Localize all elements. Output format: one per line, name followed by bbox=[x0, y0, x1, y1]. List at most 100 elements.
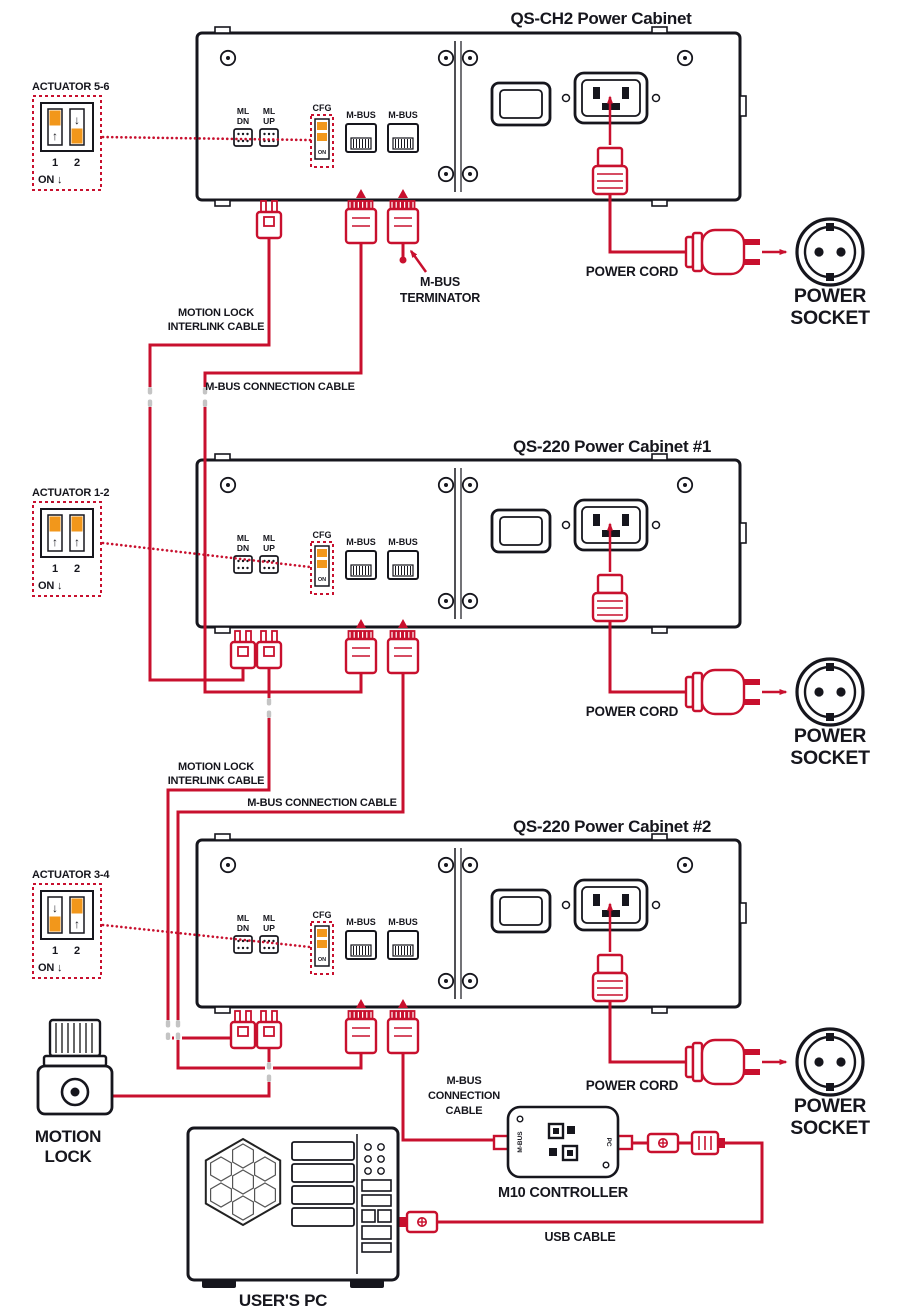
cabinet-title-2: QS-220 Power Cabinet #1 bbox=[513, 437, 711, 456]
mains-plug-pin bbox=[744, 1049, 760, 1055]
power-cord-label-3: POWER CORD bbox=[586, 1078, 679, 1093]
break-mark bbox=[266, 1074, 272, 1082]
mains-plug-body bbox=[700, 1038, 746, 1086]
cfg-dip-slider bbox=[317, 940, 327, 948]
ml-jack bbox=[259, 935, 279, 954]
pc-audio-jack bbox=[364, 1143, 372, 1151]
screw-center bbox=[226, 483, 230, 487]
pc-foot bbox=[350, 1280, 384, 1288]
m10-side-label-pc: PC bbox=[605, 1137, 612, 1146]
cord-cable bbox=[608, 194, 686, 254]
mains-plug-cap bbox=[691, 231, 704, 273]
mbus-terminator-plug bbox=[386, 189, 420, 245]
screw-center bbox=[444, 56, 448, 60]
mains-plug-body bbox=[700, 668, 746, 716]
mains-plug-pin bbox=[744, 1069, 760, 1075]
dip-slider bbox=[71, 898, 83, 914]
break-gap bbox=[164, 1020, 172, 1040]
ml-jack-pin bbox=[237, 566, 240, 570]
fan-hex-cell bbox=[254, 1156, 276, 1182]
socket-inner bbox=[803, 665, 857, 719]
mbus-jack-inner bbox=[350, 564, 372, 577]
mbus-jack-label: M-BUS bbox=[346, 917, 376, 927]
mains-plug-body bbox=[700, 228, 746, 276]
plug-prong bbox=[245, 630, 252, 643]
cord-connector-neck bbox=[596, 146, 624, 168]
plug-detail bbox=[237, 646, 249, 657]
pc-drive-bay bbox=[291, 1207, 355, 1227]
mains-plug-pin bbox=[744, 699, 760, 705]
ml-up-label: ML bbox=[263, 913, 275, 923]
m10-qr-glyph bbox=[553, 1128, 559, 1134]
ml-up-label: ML bbox=[263, 533, 275, 543]
dip-arrow: ↓ bbox=[52, 901, 58, 915]
screw-center bbox=[226, 56, 230, 60]
dip-arrow: ↑ bbox=[52, 129, 58, 143]
ml-up-plug-cab3 bbox=[255, 1010, 283, 1050]
plug-detail bbox=[263, 1026, 275, 1037]
ml-jack-pin bbox=[263, 132, 266, 136]
pc-drive-bay bbox=[291, 1185, 355, 1205]
side-tab bbox=[739, 522, 747, 544]
fan-hex-cell bbox=[254, 1182, 276, 1208]
power-cord-label-2: POWER CORD bbox=[586, 704, 679, 719]
ml-jack-pin bbox=[267, 946, 271, 950]
terminator-label-b: TERMINATOR bbox=[400, 291, 480, 305]
usb-connectors bbox=[398, 1130, 725, 1234]
break-mark bbox=[266, 698, 272, 706]
inlet-screw bbox=[651, 93, 661, 103]
break-gap bbox=[265, 698, 273, 718]
ml-jack-pin bbox=[272, 939, 275, 943]
usb-plug-icon-mini bbox=[646, 1132, 680, 1154]
break-mark bbox=[175, 1020, 181, 1028]
ml-jack-pin bbox=[267, 132, 271, 136]
fan-hex-cell bbox=[232, 1169, 254, 1195]
inlet-pin-slot bbox=[593, 514, 600, 526]
plug-prong bbox=[260, 200, 267, 213]
dip-slider bbox=[71, 516, 83, 532]
screw-center bbox=[683, 56, 687, 60]
plug-prong bbox=[245, 1010, 252, 1023]
ml-jack-pin bbox=[237, 946, 240, 950]
mbus-terminator-end bbox=[399, 256, 407, 264]
mains-plug-pin bbox=[744, 239, 760, 245]
socket-hole bbox=[814, 247, 824, 257]
break-gap bbox=[265, 1062, 273, 1082]
dip-pin-number: 2 bbox=[74, 157, 80, 169]
ml-jack-pin bbox=[237, 132, 240, 136]
pc-usb-port bbox=[361, 1179, 392, 1192]
dip-pin-number: 1 bbox=[52, 157, 58, 169]
interlink-cable-label-2: MOTION LOCK bbox=[178, 761, 254, 773]
dip-arrow: ↑ bbox=[52, 535, 58, 549]
mbus-plug-cab2-2 bbox=[386, 619, 420, 675]
ml-jack-pin bbox=[267, 566, 271, 570]
mbus-jack-label: M-BUS bbox=[388, 537, 418, 547]
ml-dn-label: DN bbox=[237, 116, 249, 126]
cabinet-title-3: QS-220 Power Cabinet #2 bbox=[513, 817, 711, 836]
screw-center bbox=[444, 483, 448, 487]
ml-dn-label: DN bbox=[237, 543, 249, 553]
ml-jack-pin bbox=[263, 946, 266, 950]
power-cord-label-1: POWER CORD bbox=[586, 264, 679, 279]
mbus-jack-label: M-BUS bbox=[346, 110, 376, 120]
insert-arrow bbox=[356, 619, 366, 628]
insert-arrow bbox=[356, 189, 366, 198]
break-mark bbox=[147, 399, 153, 407]
dip-on-label: ON ↓ bbox=[38, 174, 62, 186]
break-mark bbox=[202, 399, 208, 407]
screw-center bbox=[683, 863, 687, 867]
inlet-screw bbox=[561, 900, 571, 910]
m10-mbus-port bbox=[492, 1134, 510, 1151]
cfg-dip-slider bbox=[317, 133, 327, 141]
mbus-cable-label-3: M-BUS bbox=[446, 1075, 481, 1087]
power-socket-label-2b: SOCKET bbox=[790, 747, 870, 769]
pc-port bbox=[361, 1225, 392, 1240]
inlet-screw bbox=[651, 520, 661, 530]
fan-hex-cell bbox=[210, 1156, 232, 1182]
mbus-jack-inner bbox=[350, 137, 372, 150]
dip-slider bbox=[71, 128, 83, 144]
pc-fan-grille bbox=[204, 1137, 282, 1227]
pc-audio-jack bbox=[377, 1167, 385, 1175]
power-socket-label-3b: SOCKET bbox=[790, 1117, 870, 1139]
